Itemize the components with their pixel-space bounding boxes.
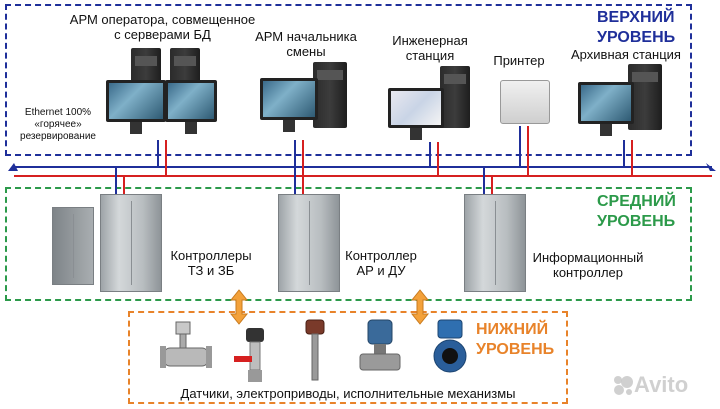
- pc-tower-icon: [440, 66, 470, 128]
- pressure-transmitter-icon: [359, 319, 401, 371]
- valve-actuator-icon: [234, 328, 264, 382]
- controller-cabinet-icon: [100, 194, 162, 292]
- monitor-icon: [260, 78, 318, 120]
- ethernet-redundancy-note: Ethernet 100%«горячее»резервирование: [20, 107, 96, 142]
- controller-cabinet-icon: [52, 207, 94, 285]
- controller-cabinet-icon: [464, 194, 526, 292]
- field-devices-caption: Датчики, электроприводы, исполнительные …: [180, 386, 516, 401]
- temperature-sensor-icon: [305, 319, 325, 381]
- pc-tower-icon: [313, 62, 347, 128]
- middle-level-frame: [5, 187, 692, 301]
- printer-label: Принтер: [493, 53, 545, 68]
- avito-logo-icon: [612, 374, 634, 396]
- monitor-icon: [388, 88, 444, 128]
- printer-icon: [500, 80, 550, 124]
- archive-station-label: Архивная станция: [571, 47, 681, 62]
- double-arrow-right: [410, 289, 430, 325]
- monitor-icon: [165, 80, 217, 122]
- monitor-icon: [578, 82, 634, 124]
- flow-sensor-icon: [160, 321, 212, 368]
- double-arrow-left: [229, 289, 249, 325]
- monitor-icon: [106, 80, 166, 122]
- controller-cabinet-icon: [278, 194, 340, 292]
- avito-watermark: Avito: [612, 372, 688, 398]
- lower-level-frame: [128, 311, 568, 404]
- upper-level-frame: [5, 4, 692, 156]
- electromagnetic-flowmeter-icon: [433, 319, 467, 373]
